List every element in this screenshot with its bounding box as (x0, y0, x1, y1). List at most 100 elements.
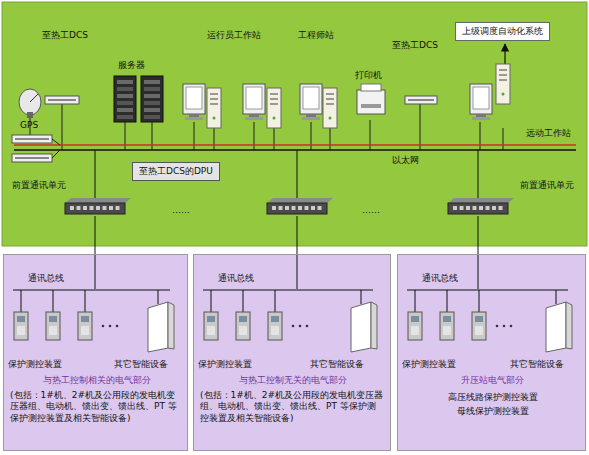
wire (415, 290, 416, 312)
wire (503, 128, 504, 150)
pc-tower-icon (267, 88, 281, 128)
ellipsis: …… (172, 205, 190, 216)
device-label: 保护测控装置 (198, 359, 252, 370)
network-area (2, 2, 587, 246)
dpu-box: 至热工DCS的DPU (132, 162, 220, 181)
wire (21, 290, 22, 312)
pc-tower-icon (496, 64, 510, 104)
device-label: 前置通讯单元 (12, 180, 66, 191)
wire (447, 290, 448, 312)
wire (274, 128, 275, 150)
wire (52, 139, 60, 145)
server-rack-icon (114, 76, 136, 122)
device-label: 打印机 (355, 70, 382, 81)
wire (158, 290, 159, 304)
wire (275, 290, 276, 312)
printer-icon (357, 84, 385, 114)
device-label: 至热工DCS (392, 40, 438, 51)
device-label: 其它智能设备 (310, 359, 364, 370)
wire (53, 290, 54, 312)
device-label: 其它智能设备 (114, 359, 168, 370)
ellipsis-dots (496, 325, 513, 328)
box-label: 上级调度自动化系统 (462, 26, 543, 37)
panel-caption: 与热工控制无关的电气部分 (194, 375, 392, 386)
device-label: 工程师站 (298, 30, 334, 41)
ellipsis-dots (292, 325, 309, 328)
wire (479, 290, 480, 312)
box-label: 至热工DCS的DPU (139, 166, 213, 177)
ellipsis-dots (102, 325, 119, 328)
protection-device-icon (14, 312, 28, 340)
wire (478, 150, 479, 201)
pc-tower-icon (207, 88, 221, 128)
dispatch-system-box: 上级调度自动化系统 (455, 22, 550, 41)
device-label: 其它智能设备 (510, 359, 564, 370)
wire (214, 128, 215, 150)
wire (203, 290, 373, 291)
panel-caption: 与热工控制相关的电气部分 (4, 375, 189, 386)
device-label: 服务器 (118, 60, 145, 71)
wire (95, 216, 96, 289)
wire (243, 290, 244, 312)
switch-icon (405, 96, 437, 104)
panel-fill (193, 254, 391, 451)
device-label: 通讯总线 (422, 273, 458, 284)
wire (95, 150, 96, 201)
device-label: GPS (20, 120, 38, 131)
network-label: 以太网 (392, 155, 419, 166)
comm-unit-icon (267, 198, 333, 214)
wire (85, 290, 86, 312)
device-label: 高压线路保护测控装置 (398, 392, 587, 403)
monitor-icon (300, 84, 322, 120)
device-label: 运行员工作站 (207, 30, 261, 41)
wire (52, 150, 60, 158)
panel-caption: 升压站电气部分 (398, 375, 587, 386)
comm-unit-icon (448, 198, 514, 214)
switch-icon (45, 96, 79, 104)
protection-device-icon (46, 312, 60, 340)
wire (297, 216, 298, 289)
wire (297, 150, 298, 201)
comm-unit-icon (65, 198, 131, 214)
protection-device-icon (408, 312, 422, 340)
device-label: 至热工DCS (42, 30, 88, 41)
ellipsis: …… (362, 205, 380, 216)
wire (13, 290, 170, 291)
smart-device-icon (546, 302, 572, 352)
smart-device-icon (148, 302, 174, 352)
electrical-panel: 通讯总线保护测控装置 其它智能设备与热工控制相关的电气部分 (包括：1#机、2#机及… (3, 254, 188, 451)
panel-fill (397, 254, 586, 451)
wire (361, 290, 362, 304)
switch-icon (12, 154, 52, 162)
protection-device-icon (472, 312, 486, 340)
wire (14, 144, 576, 146)
protection-device-icon (204, 312, 218, 340)
wire (556, 290, 557, 304)
protection-device-icon (268, 312, 282, 340)
monitor-icon (243, 84, 265, 120)
protection-device-icon (78, 312, 92, 340)
wire (62, 104, 63, 150)
uplink-arrow (504, 44, 505, 64)
device-label: 前置通讯单元 (520, 180, 574, 191)
device-label: 保护测控装置 (8, 359, 62, 370)
device-label: 通讯总线 (28, 273, 64, 284)
device-label: 保护测控装置 (402, 359, 456, 370)
server-rack-icon (141, 76, 163, 122)
wire (14, 149, 576, 151)
device-label: 通讯总线 (218, 273, 254, 284)
pc-tower-icon (323, 88, 337, 128)
smart-device-icon (351, 302, 377, 352)
wire (478, 216, 479, 289)
protection-device-icon (440, 312, 454, 340)
electrical-panel: 通讯总线保护测控装置 其它智能设备升压站电气部分高压线路保护测控装置母线保护测控装… (397, 254, 586, 451)
wire (330, 128, 331, 150)
panel-note: (包括：1#机、2#机及公用段的发电机变压器组、电动机、馈出变、馈出线、PT 等… (10, 390, 182, 424)
electrical-panel: 通讯总线保护测控装置 其它智能设备与热工控制无关的电气部分 (包括：1#机、2#机及… (193, 254, 391, 451)
device-label: 母线保护测控装置 (398, 406, 587, 417)
panel-note: (包括：1#机、2#机及公用段的发电机变压器组、电动机、馈出变、馈出线、PT 等… (200, 390, 384, 424)
monitor-icon (183, 84, 205, 120)
wire (407, 290, 568, 291)
wire (420, 104, 421, 150)
